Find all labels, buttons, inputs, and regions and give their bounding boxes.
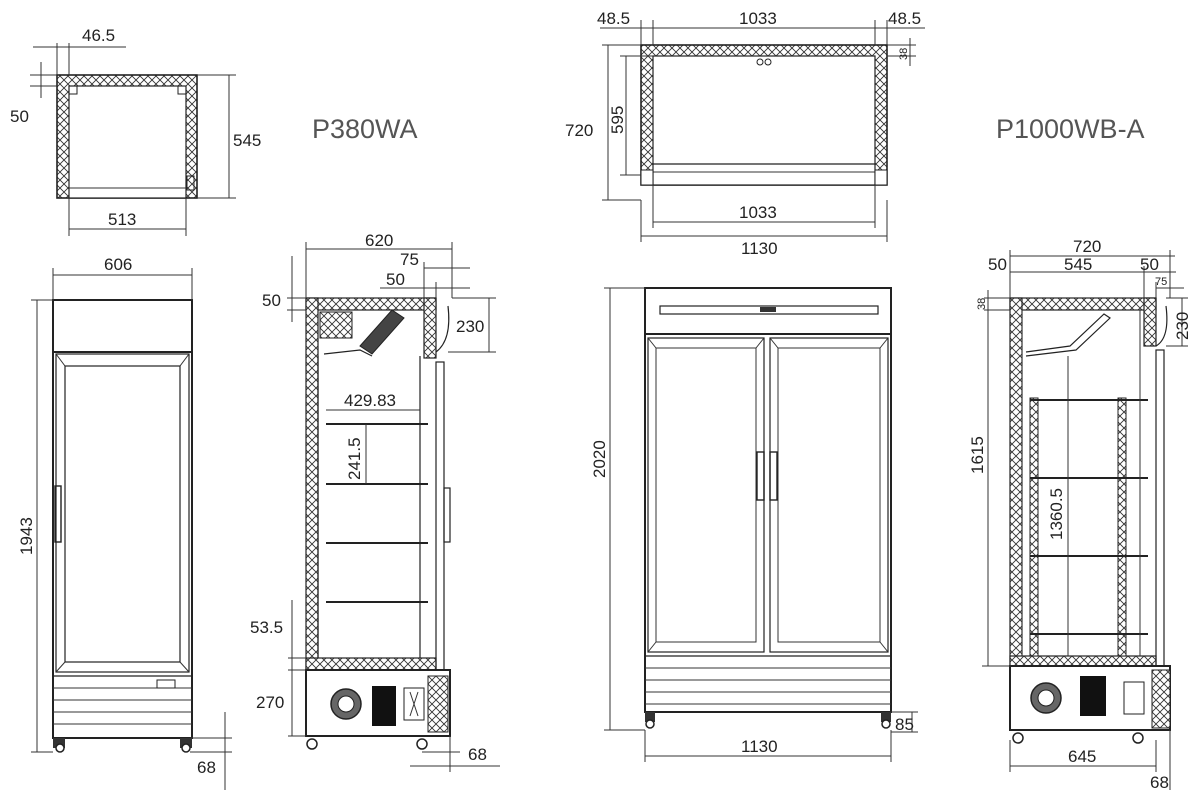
dim-p380-side-foot: 68 bbox=[468, 745, 487, 764]
dim-p1000-top-width-inner: 1033 bbox=[739, 9, 777, 28]
dim-p1000-side-545: 545 bbox=[1064, 255, 1092, 274]
dim-p1000-top-small: 38 bbox=[898, 48, 910, 60]
dim-p1000-side-foot: 68 bbox=[1150, 773, 1169, 792]
dim-p380-side-shelf-pitch: 241.5 bbox=[345, 437, 364, 480]
dim-p1000-top-width: 1130 bbox=[741, 239, 778, 258]
dim-p380-side-50: 50 bbox=[386, 270, 405, 289]
dim-p1000-side-shelf-span: 1360.5 bbox=[1047, 488, 1066, 540]
dim-p1000-front-foot: 85 bbox=[895, 715, 914, 734]
dim-p1000-side-canopy: 230 bbox=[1173, 312, 1190, 340]
p380-front-view bbox=[31, 268, 232, 790]
dim-p380-side-top-wall: 50 bbox=[262, 291, 281, 310]
dim-p1000-side-depth: 720 bbox=[1073, 237, 1101, 256]
model-title-p380wa: P380WA bbox=[312, 114, 418, 144]
dim-p1000-side-50a: 50 bbox=[988, 255, 1007, 274]
dim-p380-side-floor: 53.5 bbox=[250, 618, 283, 637]
dim-p1000-front-width: 1130 bbox=[741, 737, 778, 756]
dim-p380-front-foot: 68 bbox=[197, 758, 216, 777]
dim-p380-side-depth: 620 bbox=[365, 231, 393, 250]
dim-p380-top-depth-inner: 50 bbox=[10, 107, 29, 126]
p1000-top-view bbox=[600, 20, 925, 242]
dim-p380-side-shelf-depth: 429.83 bbox=[344, 391, 396, 410]
dim-p1000-side-50b: 50 bbox=[1140, 255, 1159, 274]
dim-p380-side-75: 75 bbox=[400, 250, 419, 269]
model-title-p1000wb-a: P1000WB-A bbox=[996, 114, 1145, 144]
dim-p1000-side-75: 75 bbox=[1155, 276, 1167, 288]
dim-p1000-top-wall-left: 48.5 bbox=[597, 9, 630, 28]
dim-p380-front-width: 606 bbox=[104, 255, 132, 274]
dim-p1000-top-width-inner-bottom: 1033 bbox=[739, 203, 777, 222]
p380-top-view bbox=[30, 43, 236, 236]
dim-p380-top-depth: 545 bbox=[233, 131, 261, 150]
dim-p380-top-wall: 46.5 bbox=[82, 26, 115, 45]
p1000-front-view bbox=[604, 287, 918, 762]
dim-p1000-top-depth-inner: 595 bbox=[608, 106, 627, 134]
p1000-side-view bbox=[982, 250, 1188, 790]
dim-p380-side-base: 270 bbox=[256, 693, 284, 712]
dim-p1000-top-wall-right: 48.5 bbox=[888, 9, 921, 28]
dim-p1000-front-height: 2020 bbox=[590, 440, 609, 478]
dim-p1000-side-interior: 1615 bbox=[968, 436, 987, 474]
dim-p380-side-canopy: 230 bbox=[456, 317, 484, 336]
dim-p380-top-width-inner: 513 bbox=[108, 210, 136, 229]
p380-side-view bbox=[287, 242, 500, 772]
dim-p1000-top-depth: 720 bbox=[565, 121, 593, 140]
dim-p1000-side-base-depth: 645 bbox=[1068, 747, 1096, 766]
dim-p1000-side-small: 38 bbox=[976, 298, 988, 310]
dim-p380-front-height: 1943 bbox=[17, 517, 36, 555]
